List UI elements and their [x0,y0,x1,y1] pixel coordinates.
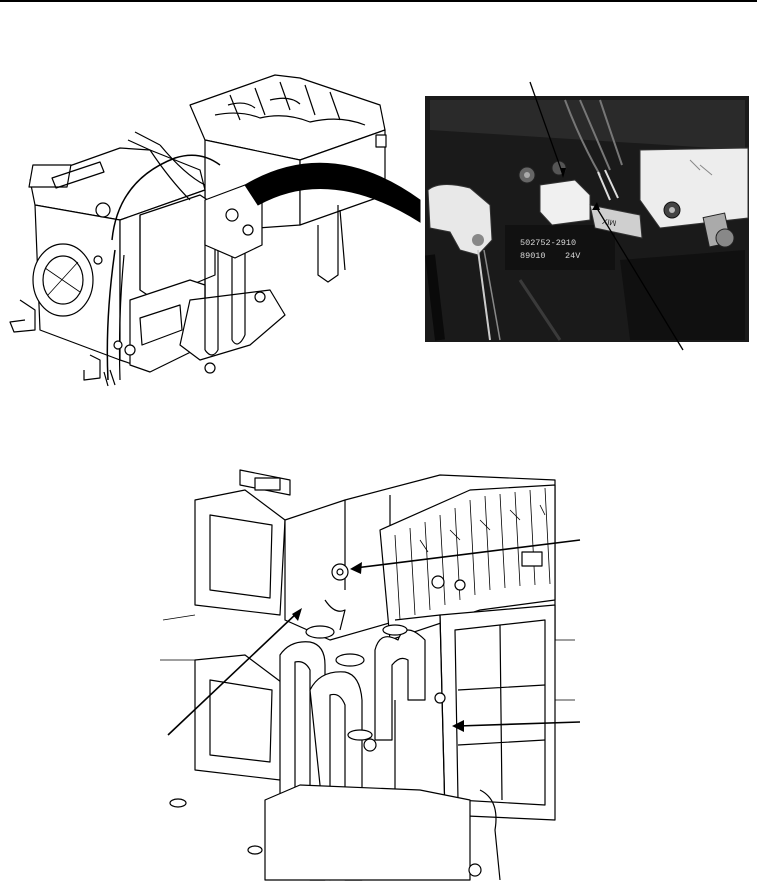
leader-line-upper-right [354,539,581,569]
actuator-photo: 502752-2910 89010 24V MIX [425,96,749,342]
arrowhead-left [292,608,302,621]
leader-line-bottom [594,204,684,351]
callout-sweep [244,162,421,223]
voltage-label: 24V [565,251,581,261]
part-number-line1: 502752-2910 [520,238,576,248]
arrowhead-upper-right [350,562,362,574]
hvac-detail-drawing [160,469,575,881]
mix-tag-label: MIX [601,216,617,227]
arrowhead-lower-right [452,720,464,732]
leader-line-left [167,611,299,736]
leader-line-top [529,81,563,173]
arrowhead-top [560,168,566,178]
header-rule [0,0,757,2]
leader-line-lower-right [457,721,581,727]
arrowhead-bottom [592,202,600,210]
part-number-line2: 89010 [520,251,546,261]
hvac-assembly-drawing [9,74,387,387]
